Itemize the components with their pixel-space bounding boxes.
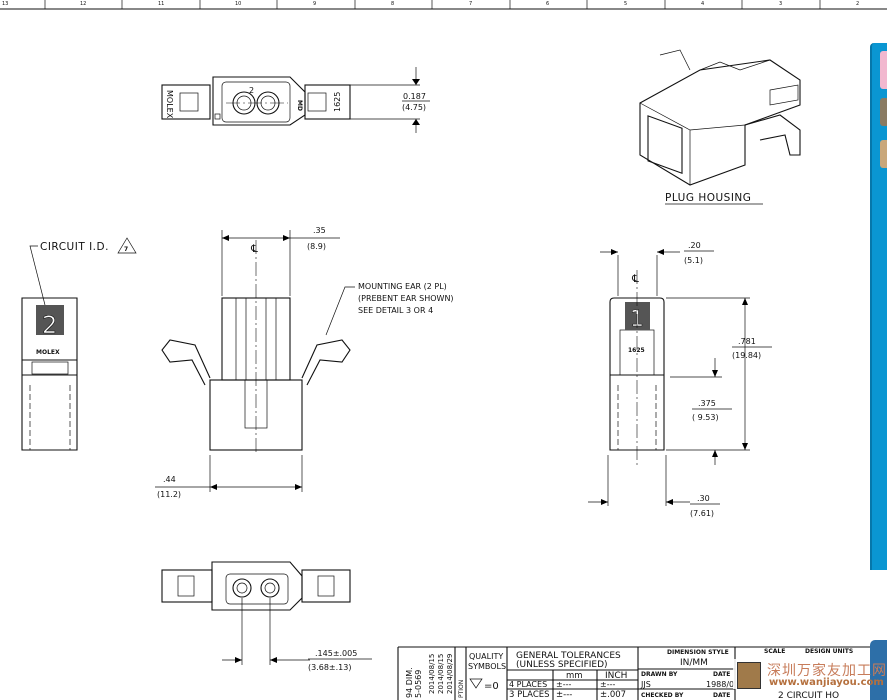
checked-date-label: DATE — [713, 692, 730, 699]
circuit-id-callout: CIRCUIT I.D. — [40, 241, 109, 253]
scale-label: SCALE — [764, 648, 785, 655]
date-label: DATE — [713, 671, 730, 678]
quality-symbols-label: SYMBOLS — [468, 662, 506, 671]
md-mark: MD — [296, 100, 303, 111]
tolerance-row-mm: ±--- — [556, 680, 571, 689]
tolerance-row-label: 3 PLACES — [509, 690, 550, 700]
tolerance-row-mm: ±--- — [556, 690, 572, 700]
design-units-label: DESIGN UNITS — [805, 648, 853, 655]
drawn-date: 1988/0 — [706, 680, 734, 689]
quality-symbols-label: QUALITY — [469, 652, 503, 661]
dim-top-mm: (8.9) — [307, 242, 326, 251]
tolerance-row-inch: ±--- — [600, 680, 615, 689]
watermark-cn: 深圳万家友加工网 — [767, 663, 887, 679]
watermark-logo-icon — [737, 662, 761, 689]
tolerance-row-label: 4 PLACES — [509, 680, 547, 689]
watermark: 深圳万家友加工网 www.wanjiayou.com — [733, 659, 886, 689]
circuit-number: 2 — [42, 311, 57, 339]
zone-label: 11 — [158, 1, 164, 7]
note-line: (PREBENT EAR SHOWN) — [358, 294, 454, 303]
centerline-symbol: ℄ — [631, 273, 639, 285]
title-block: 94 DIM. 5-0569 2014/08/15 2014/08/15 201… — [397, 646, 887, 700]
dim-height-mm: (19.84) — [732, 351, 761, 360]
top-view: 2 MOLEX 1625 MD 0.187 (4.75) — [161, 67, 430, 133]
plug-housing-label: PLUG HOUSING — [665, 192, 751, 204]
zone-label: 13 — [2, 1, 8, 7]
dim-height-inch: .781 — [738, 337, 756, 346]
dim-bottom-inch: .44 — [163, 475, 176, 484]
dim-top-mm: (5.1) — [684, 256, 703, 265]
dimension-style: IN/MM — [680, 658, 708, 668]
zone-ruler: 13 12 11 10 9 8 7 6 5 4 3 2 — [0, 0, 887, 10]
zone-label: 2 — [856, 1, 859, 7]
revision-date: 2014/08/15 — [428, 654, 436, 694]
molex-mark: MOLEX — [165, 90, 174, 119]
zone-label: 4 — [701, 1, 704, 7]
thumbnail[interactable] — [880, 98, 887, 126]
tolerance-row-inch: ±.007 — [600, 690, 626, 700]
zone-label: 10 — [235, 1, 241, 7]
thumbnail[interactable] — [880, 51, 887, 89]
note-line: MOUNTING EAR (2 PL) — [358, 282, 447, 291]
note-ref: 7 — [124, 246, 128, 253]
side-panel-button[interactable] — [870, 640, 887, 700]
revision-text: 94 DIM. — [405, 667, 414, 698]
bottom-view: .145±.005 (3.68±.13) — [161, 561, 372, 672]
watermark-url: www.wanjiayou.com — [769, 677, 884, 688]
drawn-by: JJS — [640, 680, 651, 689]
dim-height-mm: (4.75) — [402, 103, 426, 112]
dim-mid-inch: .375 — [698, 399, 716, 408]
zone-label: 12 — [80, 1, 86, 7]
revision-text: 5-0569 — [414, 670, 423, 698]
left-side-view: CIRCUIT I.D. 7 2 MOLEX — [21, 237, 137, 451]
revision-date: 2014/08/15 — [437, 654, 445, 694]
dim-bottom-mm: (7.61) — [690, 509, 714, 518]
dim-pitch-inch: .145±.005 — [315, 649, 357, 658]
side-thumbnail-panel[interactable] — [870, 43, 887, 570]
col-inch: INCH — [605, 671, 627, 681]
zone-label: 9 — [313, 1, 316, 7]
dim-bottom-inch: .30 — [697, 494, 710, 503]
drawn-by-label: DRAWN BY — [641, 671, 678, 678]
general-tolerances-subtitle: (UNLESS SPECIFIED) — [516, 660, 608, 670]
option-label: PTION — [458, 680, 465, 698]
plug-housing-iso: PLUG HOUSING — [639, 49, 801, 205]
zone-label: 8 — [391, 1, 394, 7]
dim-top-inch: .35 — [313, 226, 326, 235]
zone-label: 6 — [546, 1, 549, 7]
checked-by-label: CHECKED BY — [641, 692, 684, 699]
right-side-view: 1 1625 ℄ .20 (5.1) .781 (19.84) .375 ( 9… — [588, 241, 772, 518]
dimension-style-label: DIMENSION STYLE — [667, 649, 729, 656]
front-view: ℄ .35 (8.9) .44 (11.2) MOUNTING EAR (2 P… — [155, 226, 454, 499]
zone-label: 3 — [779, 1, 782, 7]
thumbnail[interactable] — [880, 140, 887, 168]
cavity-label: 2 — [249, 86, 254, 95]
dim-pitch-mm: (3.68±.13) — [308, 663, 351, 672]
quality-value: =0 — [484, 681, 499, 692]
dim-height-inch: 0.187 — [403, 92, 426, 101]
dim-bottom-mm: (11.2) — [157, 490, 181, 499]
note-line: SEE DETAIL 3 OR 4 — [358, 306, 433, 315]
dim-top-inch: .20 — [688, 241, 701, 250]
zone-label: 5 — [624, 1, 627, 7]
centerline-symbol: ℄ — [250, 243, 258, 255]
col-mm: mm — [566, 671, 583, 681]
part-mark: 1625 — [628, 347, 645, 354]
general-tolerances-title: GENERAL TOLERANCES — [516, 651, 621, 661]
revision-date: 2014/08/29 — [446, 654, 454, 694]
zone-label: 7 — [469, 1, 472, 7]
part-mark: 1625 — [333, 92, 342, 112]
molex-mark: MOLEX — [36, 349, 60, 356]
dim-mid-mm: ( 9.53) — [692, 413, 719, 422]
